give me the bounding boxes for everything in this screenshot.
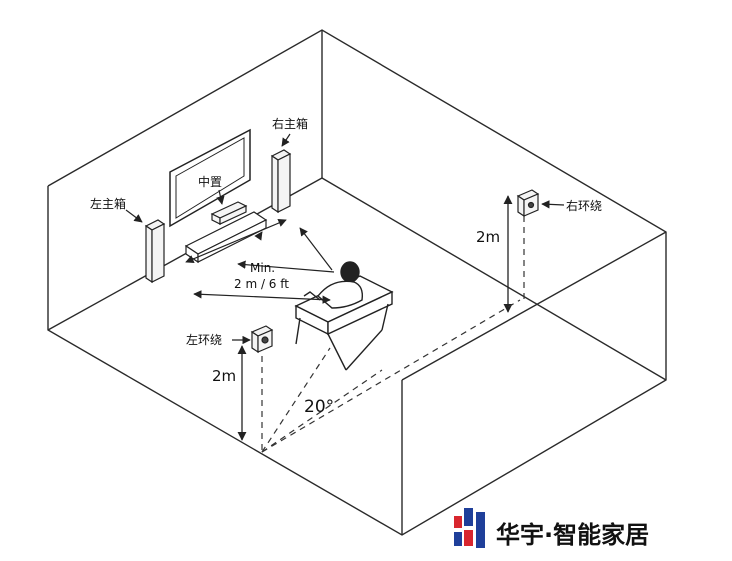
- direction-arrows: [185, 219, 335, 304]
- listener-couch: [294, 261, 394, 371]
- label-right-main: 右主箱: [272, 116, 308, 131]
- label-angle: 20°: [304, 397, 334, 417]
- brand-logo-icon: [454, 508, 485, 548]
- right-main-speaker: [270, 149, 292, 214]
- label-left-surround: 左环绕: [186, 332, 222, 347]
- dashed-guides: [261, 216, 525, 453]
- label-pointers: [125, 133, 565, 345]
- left-main-speaker: [144, 219, 166, 284]
- height-markers: [237, 195, 513, 441]
- right-surround-speaker: [516, 189, 540, 218]
- label-height-right: 2m: [476, 228, 500, 246]
- tv: [169, 128, 251, 228]
- label-min: Min.: [250, 261, 275, 275]
- label-left-main: 左主箱: [90, 196, 126, 211]
- label-center: 中置: [198, 174, 222, 189]
- left-surround-speaker: [250, 325, 274, 354]
- room-outline: [47, 29, 667, 536]
- brand-name: 华宇·智能家居: [496, 521, 649, 549]
- label-right-surround: 右环绕: [566, 198, 602, 213]
- label-height-left: 2m: [212, 367, 236, 385]
- label-distance: 2 m / 6 ft: [234, 277, 289, 291]
